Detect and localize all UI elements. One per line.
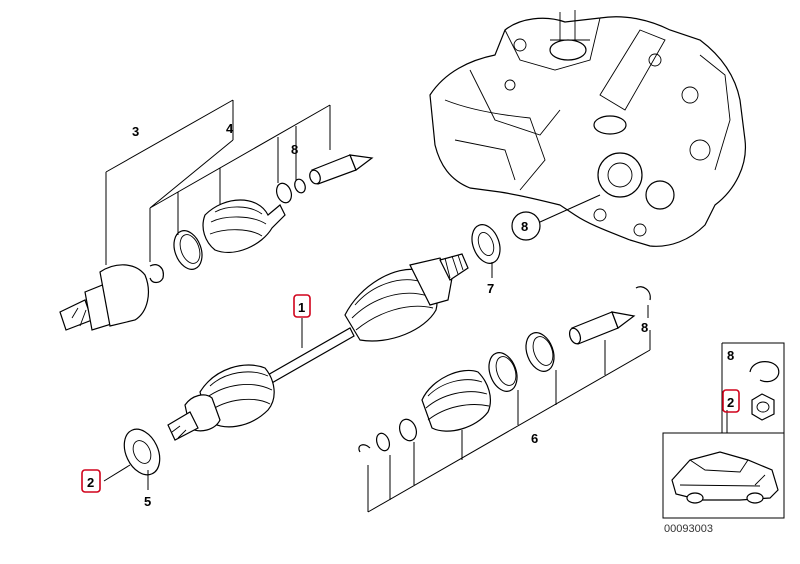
boot-clamp-small [275, 178, 306, 204]
callout-8-right: 8 [641, 320, 648, 335]
transmission-housing [429, 10, 747, 247]
circlip-left [149, 264, 164, 284]
vehicle-thumbnail [671, 451, 779, 504]
callout-labels: 3 4 8 1 2 5 7 8 8 6 [81, 121, 648, 509]
highlight-box-2 [81, 469, 101, 493]
callout-8-top: 8 [291, 142, 298, 157]
reference-number: 00093003 [664, 523, 713, 535]
legend-item-2: 2 [727, 395, 734, 410]
highlight-box-1 [293, 294, 311, 318]
grease-tube-top [309, 154, 374, 185]
callout-1: 1 [298, 300, 305, 315]
callout-3: 3 [132, 124, 139, 139]
callout-7: 7 [487, 281, 494, 296]
callout-8-circle-ring [511, 211, 541, 241]
legend-panel: 8 2 00093003 [662, 342, 785, 535]
vehicle-thumbnail-frame [662, 432, 785, 519]
callout-4: 4 [226, 121, 234, 136]
cv-boot-left-kit [202, 199, 286, 254]
legend-item-8: 8 [727, 348, 734, 363]
leader-lines [103, 99, 728, 513]
drive-shaft-assembly [167, 253, 469, 441]
seal-ring [471, 224, 501, 264]
boot-clamp-large [173, 230, 203, 270]
callout-5: 5 [144, 494, 151, 509]
legend-circlip-icon [749, 361, 780, 383]
highlight-box-legend-2 [722, 389, 740, 413]
outer-cv-joint [59, 264, 149, 331]
legend-nut-icon [751, 393, 775, 421]
callout-2: 2 [87, 475, 94, 490]
thrust-washer [123, 428, 161, 476]
callout-8-circle: 8 [521, 219, 528, 234]
callout-6: 6 [531, 431, 538, 446]
cv-boot-right-kit [358, 286, 651, 453]
